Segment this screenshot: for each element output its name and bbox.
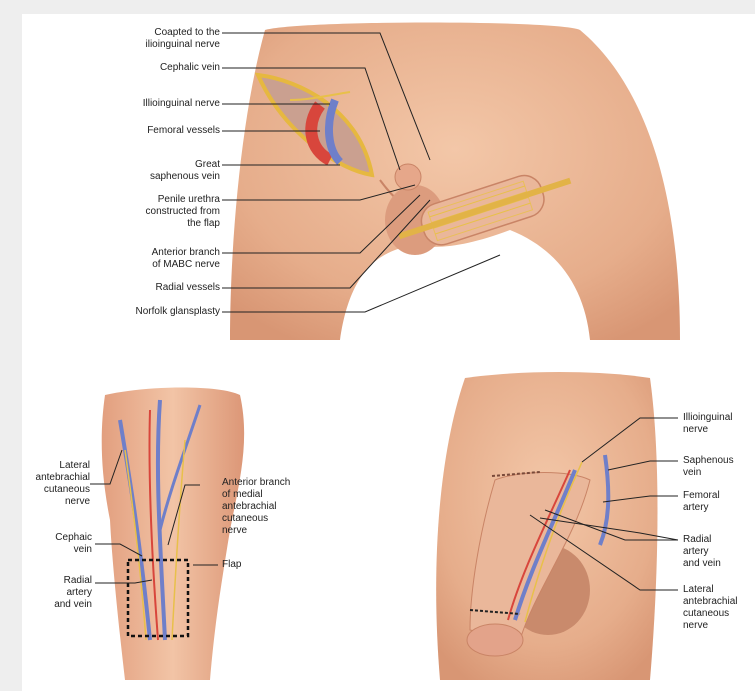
label-femoral-vessels: Femoral vessels xyxy=(147,125,220,136)
label-result-femoral-artery: Femoral artery xyxy=(683,490,720,513)
forearm-anatomy xyxy=(101,387,245,680)
result-saphenous xyxy=(598,454,611,546)
label-coapted-nerve: Coapted to the ilioinguinal nerve xyxy=(145,27,221,50)
label-radial-artery-vein: Radial artery and vein xyxy=(54,575,92,610)
top-anatomy xyxy=(230,22,680,340)
anastomosis-site xyxy=(394,163,422,191)
forearm-cephalic-vein xyxy=(118,419,152,641)
label-result-saphenous-vein: Saphenous vein xyxy=(683,455,734,478)
forearm-radial-vein xyxy=(155,399,167,641)
forearm-vein-branch xyxy=(158,404,202,531)
neophallus-top xyxy=(398,174,572,246)
femoral-vein-exposed xyxy=(325,98,344,165)
result-nerve xyxy=(524,461,583,623)
result-suture-bottom xyxy=(469,609,521,615)
flap-outline xyxy=(126,558,190,638)
label-flap: Flap xyxy=(222,559,242,570)
leader-lines xyxy=(90,32,679,591)
label-penile-urethra: Penile urethra constructed from the flap xyxy=(145,194,220,229)
label-anterior-branch-medial-nerve: Anterior branch of medial antebrachial c… xyxy=(222,477,291,536)
result-artery xyxy=(507,469,571,621)
glans-result xyxy=(466,623,524,657)
forearm-lateral-nerve xyxy=(124,449,147,641)
result-vein xyxy=(513,469,577,621)
label-norfolk-glansplasty: Norfolk glansplasty xyxy=(135,306,220,317)
label-great-saphenous-vein: Great saphenous vein xyxy=(149,159,220,182)
label-anterior-branch-mabc: Anterior branch of MABC nerve xyxy=(151,247,220,270)
forearm-medial-nerve xyxy=(171,439,186,641)
label-lateral-antebrachial-nerve: Lateral antebrachial cutaneous nerve xyxy=(35,460,90,507)
label-illioinguinal-nerve: Illioinguinal nerve xyxy=(142,98,220,109)
label-cephaic-vein: Cephaic vein xyxy=(55,532,92,555)
illioinguinal-nerve-exposed xyxy=(289,91,351,101)
result-suture-top xyxy=(491,471,541,477)
forearm-shape xyxy=(101,387,245,680)
label-result-radial-artery-vein: Radial artery and vein xyxy=(683,534,721,569)
label-radial-vessels: Radial vessels xyxy=(155,282,220,293)
torso-and-thighs xyxy=(230,22,680,340)
label-result-lateral-antebrachial-nerve: Lateral antebrachial cutaneous nerve xyxy=(683,584,738,631)
label-cephalic-vein: Cephalic vein xyxy=(159,62,220,73)
femoral-artery-exposed xyxy=(305,101,334,166)
forearm-radial-artery xyxy=(148,409,159,641)
label-result-illioinguinal-nerve: Illioinguinal nerve xyxy=(683,412,733,435)
